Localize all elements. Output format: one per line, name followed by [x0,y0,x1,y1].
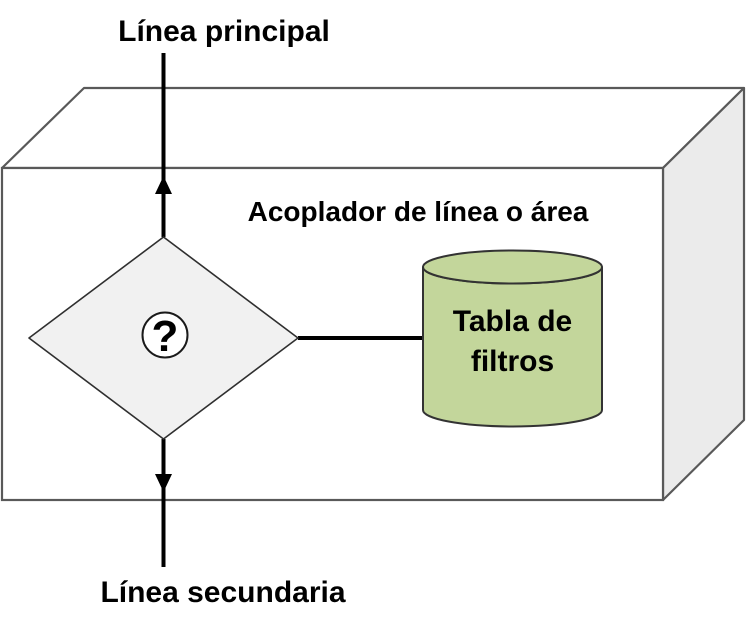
question-circle [141,311,189,359]
filter-table-label-line2: filtros [471,345,554,378]
main-line-label: Línea principal [118,15,330,48]
filter-table-label-line1: Tabla de [453,305,572,338]
question-mark-icon: ? [152,312,179,361]
secondary-line-label: Línea secundaria [100,576,345,609]
box-title-label: Acoplador de línea o área [248,196,589,227]
box-top-face [0,86,746,170]
secondary-line-arrowhead-down-icon [155,474,172,492]
main-line-arrowhead-up-icon [155,176,172,194]
filter-table-cylinder-top [422,249,603,285]
